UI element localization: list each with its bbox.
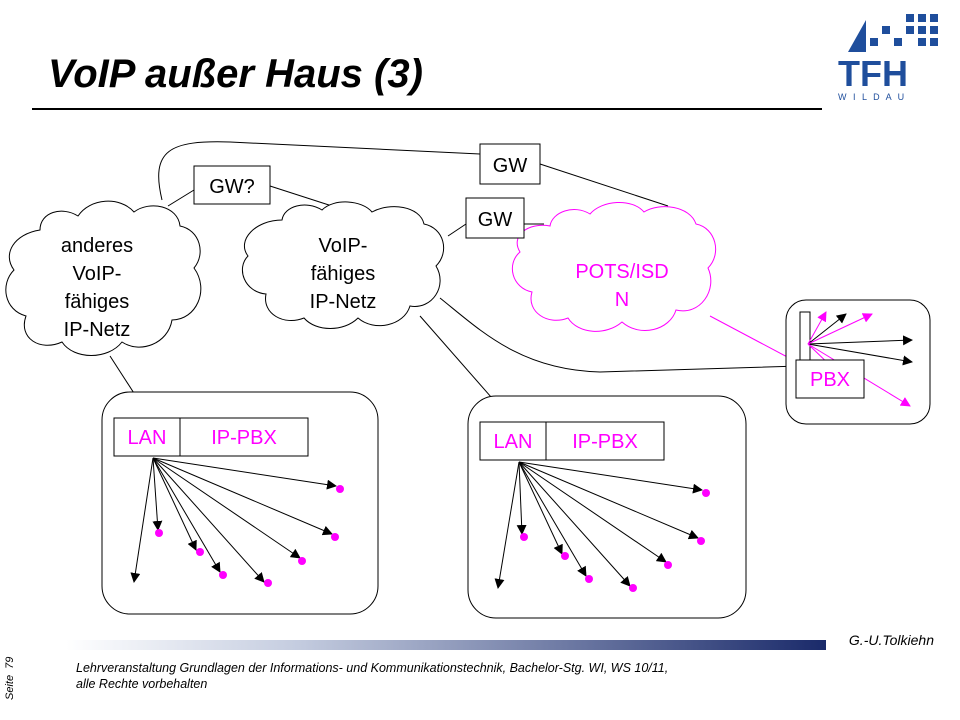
endpoint-dot [298, 557, 306, 565]
endpoint-dot [561, 552, 569, 560]
line-gw-top-to-pots [539, 163, 669, 207]
footer-line-1: Lehrveranstaltung Grundlagen der Informa… [76, 661, 669, 675]
line-gw-q-to-voip [269, 185, 333, 207]
branch-line [518, 461, 699, 540]
branch-line [494, 461, 520, 589]
gateway-label: GW [493, 155, 528, 177]
logo-text: TFH [838, 53, 908, 94]
branch-line [152, 457, 197, 551]
gateway-label: GW? [209, 176, 255, 198]
footer-course-info: Lehrveranstaltung Grundlagen der Informa… [76, 660, 836, 692]
footer-author: G.-U.Tolkiehn [848, 632, 934, 648]
cloud-label-line2: N [615, 289, 629, 311]
branch-line [807, 313, 873, 345]
endpoint-dot [702, 489, 710, 497]
site-pbx: PBX [785, 299, 931, 425]
gateway-label: GW [478, 209, 513, 231]
cloud-label-line2: fähiges [311, 263, 376, 285]
cloud-shape [5, 200, 202, 356]
page-title: VoIP außer Haus (3) [48, 52, 423, 96]
gateway-box [193, 165, 271, 205]
lan-branches [130, 457, 337, 583]
line-voip-to-gw-mid [447, 223, 467, 237]
logo-slash [848, 20, 866, 52]
endpoint-dot [336, 485, 344, 493]
endpoint-dot [196, 548, 204, 556]
site-right: LAN IP-PBX [467, 395, 747, 619]
cloud-voip-network: VoIP- fähiges IP-Netz [241, 201, 445, 329]
lan-branches [494, 461, 703, 589]
lan-label: LAN [128, 427, 167, 449]
branch-line [518, 461, 631, 587]
page-number: 79 [4, 656, 16, 669]
gateway-box [479, 143, 541, 185]
branch-line [518, 461, 667, 563]
branch-line [807, 335, 913, 346]
ippbx-label: IP-PBX [572, 431, 638, 453]
ippbx-box [545, 421, 665, 461]
branch-line [152, 457, 333, 536]
footer-line-2: alle Rechte vorbehalten [76, 677, 208, 691]
cloud-label-line2: VoIP- [73, 263, 122, 285]
tfh-logo: TFH W I L D A U [838, 14, 938, 102]
cloud-label-line1: anderes [61, 235, 133, 257]
branch-line [152, 457, 221, 573]
site-left: LAN IP-PBX [101, 391, 379, 615]
lan-label: LAN [494, 431, 533, 453]
branch-line [152, 457, 163, 531]
endpoint-dots [155, 485, 344, 587]
ippbx-box [179, 417, 309, 457]
page-number-label: Seite 79 [4, 651, 16, 700]
branch-line [807, 343, 913, 366]
endpoint-dot [520, 533, 528, 541]
endpoint-dot [629, 584, 637, 592]
cloud-other-voip-network: anderes VoIP- fähiges IP-Netz [5, 200, 202, 356]
endpoint-dot [697, 537, 705, 545]
branch-line [152, 457, 337, 490]
title-underline [32, 108, 822, 110]
cloud-shape [241, 201, 445, 329]
footer-bar [66, 640, 826, 650]
page-word: Seite [4, 674, 16, 700]
cloud-label-line3: IP-Netz [310, 291, 377, 313]
endpoint-dot [585, 575, 593, 583]
logo-pixel-grid [870, 14, 938, 46]
cloud-label-line4: IP-Netz [64, 319, 131, 341]
branch-line [518, 461, 587, 577]
branch-line [518, 461, 563, 555]
line-voip-to-pbx [439, 297, 801, 373]
cloud-label-line3: fähiges [65, 291, 130, 313]
pbx-box [795, 359, 865, 399]
branch-line [152, 457, 265, 583]
pbx-label: PBX [810, 369, 850, 391]
branch-line [807, 311, 827, 345]
gateway-mid-box: GW [465, 197, 525, 239]
line-other-to-gw-top [158, 141, 481, 201]
line-other-to-gw-q [167, 189, 195, 207]
branch-line [518, 461, 703, 494]
cloud-pots-isdn-network: POTS/ISD N [511, 201, 717, 332]
gateway-question-box: GW? [193, 165, 271, 205]
branch-line [152, 457, 301, 559]
endpoint-dot [264, 579, 272, 587]
endpoint-dot [219, 571, 227, 579]
pbx-backplane [799, 311, 811, 367]
pbx-black-branches [807, 313, 913, 366]
endpoint-dot [155, 529, 163, 537]
branch-line [516, 461, 527, 535]
endpoint-dot [331, 533, 339, 541]
logo-subtext: W I L D A U [838, 92, 906, 102]
lan-box [113, 417, 181, 457]
ippbx-label: IP-PBX [211, 427, 277, 449]
gateway-top-box: GW [479, 143, 541, 185]
branch-line [807, 313, 847, 345]
cloud-label-line1: POTS/ISD [575, 261, 668, 283]
cloud-label-line1: VoIP- [319, 235, 368, 257]
gateway-box [465, 197, 525, 239]
branch-line [130, 457, 154, 583]
endpoint-dot [664, 561, 672, 569]
endpoint-dots [520, 489, 710, 592]
cloud-shape [511, 201, 717, 332]
